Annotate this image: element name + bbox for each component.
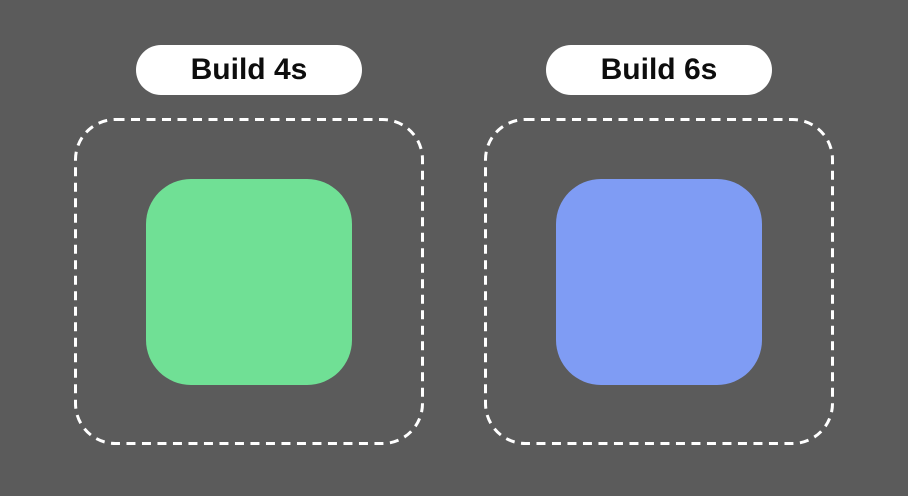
build-4s-dropzone (74, 118, 424, 445)
build-6s-label-text: Build 6s (600, 53, 718, 86)
build-4s-label-pill: Build 4s (136, 45, 362, 95)
build-4s-label-text: Build 4s (190, 53, 308, 86)
build-6s-square (556, 179, 762, 385)
build-4s-dashed-border (74, 118, 424, 445)
build-4s-square (146, 179, 352, 385)
build-6s-dropzone (484, 118, 834, 445)
build-6s-label-pill: Build 6s (546, 45, 772, 95)
panel-build-4s: Build 4s (74, 45, 424, 445)
build-6s-dashed-border (484, 118, 834, 445)
panel-build-6s: Build 6s (484, 45, 834, 445)
